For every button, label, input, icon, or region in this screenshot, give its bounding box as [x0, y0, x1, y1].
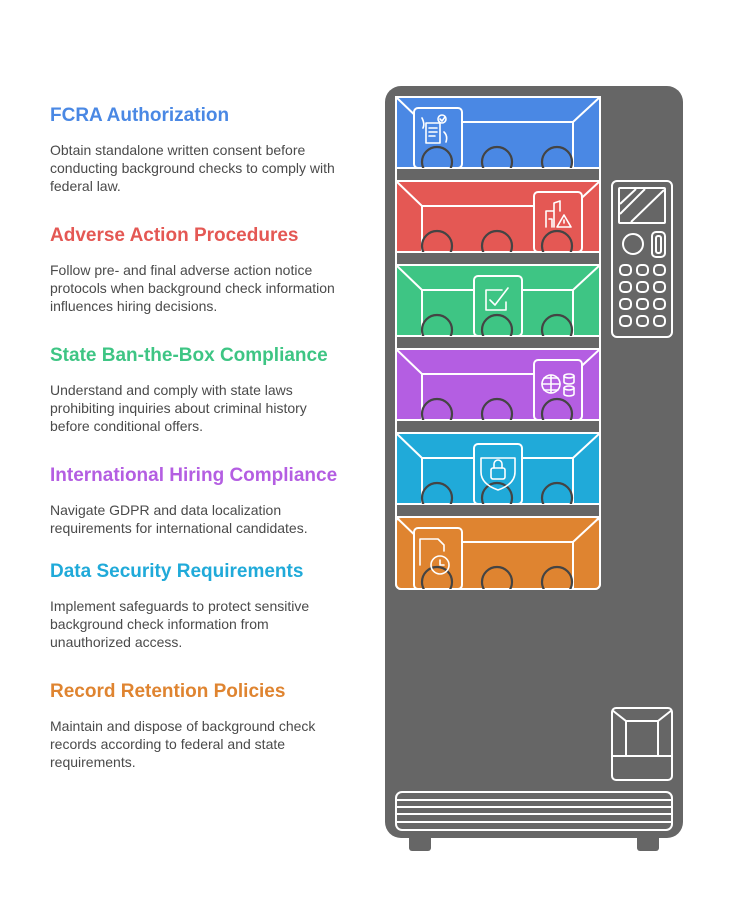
dispenser-lines	[611, 709, 673, 757]
icon-path	[421, 117, 448, 144]
keypad-button	[619, 298, 632, 310]
shelf	[395, 96, 601, 182]
vent-grille	[395, 791, 673, 831]
product-coil	[420, 313, 454, 336]
keypad-button	[636, 315, 649, 327]
building-warning-icon	[545, 200, 572, 228]
keypad-button	[636, 281, 649, 293]
card-slot	[651, 231, 666, 258]
product-coil	[540, 565, 574, 589]
icon-path	[490, 467, 506, 480]
icon-path	[437, 114, 447, 124]
product-coil	[480, 229, 514, 252]
card-slot-inner	[655, 235, 662, 254]
keypad-button	[636, 264, 649, 276]
icon-path	[430, 555, 450, 575]
vent-frame	[395, 791, 673, 831]
icon-path	[439, 559, 445, 566]
keypad-button	[653, 315, 666, 327]
globe-database-icon	[541, 373, 575, 397]
panel-frame	[611, 180, 673, 338]
item-description: Obtain standalone written consent before…	[50, 142, 335, 194]
icon-path	[541, 374, 561, 394]
coin-button	[622, 233, 644, 255]
keypad-button	[619, 281, 632, 293]
signed-document-icon	[421, 114, 448, 144]
keypad-button	[653, 298, 666, 310]
item-title: State Ban-the-Box Compliance	[50, 345, 328, 366]
product-coil	[420, 145, 454, 168]
product-coil	[420, 229, 454, 252]
dispenser-frame	[611, 707, 673, 781]
shelf	[395, 432, 601, 518]
item-description: Implement safeguards to protect sensitiv…	[50, 598, 310, 650]
product-coil	[480, 313, 514, 336]
keypad-button	[636, 298, 649, 310]
item-description: Maintain and dispose of background check…	[50, 718, 316, 770]
item-title: Record Retention Policies	[50, 681, 286, 702]
product-coil	[540, 145, 574, 168]
product-coil	[540, 481, 574, 504]
icon-path	[493, 459, 503, 469]
icon-path	[485, 287, 509, 311]
item-title: Adverse Action Procedures	[50, 225, 299, 246]
document-clock-icon	[419, 538, 450, 575]
keypad-button	[619, 264, 632, 276]
product-coil	[540, 229, 574, 252]
item-description: Navigate GDPR and data localization requ…	[50, 502, 308, 536]
product-coil	[540, 313, 574, 336]
shelf-divider	[395, 167, 601, 182]
screen-glare	[619, 188, 665, 223]
icon-path	[419, 538, 445, 566]
item-description: Follow pre- and final adverse action not…	[50, 262, 335, 314]
icon-path	[563, 375, 575, 397]
item-title: International Hiring Compliance	[50, 465, 338, 486]
keypad-button	[653, 264, 666, 276]
dispenser-door	[611, 707, 673, 781]
product-coil	[480, 565, 514, 589]
keypad-button	[619, 315, 632, 327]
control-panel	[611, 180, 673, 338]
icon-path	[480, 457, 516, 491]
keypad-button	[653, 281, 666, 293]
product-coil	[480, 145, 514, 168]
product-coil	[420, 565, 454, 589]
shelf-divider	[395, 335, 601, 350]
checkbox-icon	[485, 287, 509, 311]
shield-lock-icon	[480, 457, 516, 491]
shelf	[395, 348, 601, 434]
product-coil	[540, 397, 574, 420]
icon-path	[556, 214, 572, 228]
icon-path	[545, 200, 561, 228]
shelf-divider	[395, 503, 601, 518]
shelf	[395, 180, 601, 266]
product-coil	[480, 481, 514, 504]
display-screen	[618, 187, 666, 224]
item-title: Data Security Requirements	[50, 561, 304, 582]
icon-path	[563, 385, 575, 391]
shelf-divider	[395, 419, 601, 434]
shelf	[395, 264, 601, 350]
product-coil	[420, 481, 454, 504]
item-title: FCRA Authorization	[50, 105, 230, 126]
item-description: Understand and comply with state laws pr…	[50, 382, 307, 434]
icon-path	[439, 116, 446, 122]
shelf-divider	[395, 251, 601, 266]
product-coil	[420, 397, 454, 420]
product-coil	[480, 397, 514, 420]
shelf	[395, 516, 601, 590]
